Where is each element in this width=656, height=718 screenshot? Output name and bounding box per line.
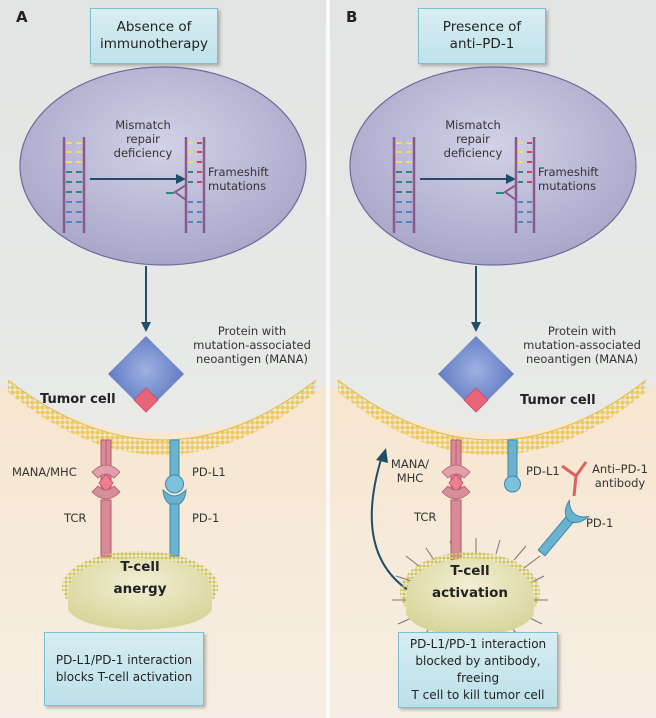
label-line: Mismatch xyxy=(115,118,171,132)
label-line: T-cell xyxy=(450,563,490,579)
tcr-label: TCR xyxy=(64,511,87,525)
label-line: T-cell xyxy=(120,559,160,575)
antibody-label: Anti–PD-1 antibody xyxy=(585,462,655,490)
label-line: repair xyxy=(126,132,160,146)
label-line: Mismatch xyxy=(445,118,501,132)
mana-mhc-label: MANA/ MHC xyxy=(388,457,432,485)
panel-divider xyxy=(326,0,330,718)
nucleus xyxy=(19,66,307,266)
pd-l1 xyxy=(504,439,521,493)
tumor-cell-label: Tumor cell xyxy=(520,393,596,408)
tcell-label: T-cell activation xyxy=(428,560,512,604)
result-label: Frameshift mutations xyxy=(538,165,608,193)
pd-1 xyxy=(537,498,591,557)
label-line: anergy xyxy=(113,581,167,597)
tcr-label: TCR xyxy=(414,510,437,524)
label-line: MANA/ xyxy=(390,457,430,471)
process-label: Mismatch repair deficiency xyxy=(103,118,183,160)
pd-l1-label: PD-L1 xyxy=(192,465,226,479)
panel-letter: A xyxy=(16,8,28,26)
label-line: Anti–PD-1 xyxy=(592,462,648,476)
summary-line: blocked by antibody, freeing xyxy=(415,654,541,685)
panel-b: B Presence of anti–PD-1 xyxy=(330,0,656,718)
label-line: activation xyxy=(431,585,509,601)
summary-line: T cell to kill tumor cell xyxy=(411,688,545,702)
tcell xyxy=(406,558,534,636)
label-line: Protein with xyxy=(547,324,617,338)
mana-mhc-label: MANA/MHC xyxy=(12,465,77,479)
summary-line: blocks T-cell activation xyxy=(55,670,193,684)
summary-line: PD-L1/PD-1 interaction xyxy=(55,653,193,667)
label-line: Frameshift xyxy=(208,165,269,179)
anti-pd-1-antibody xyxy=(561,461,588,497)
pd-l1-label: PD-L1 xyxy=(526,464,560,478)
summary-box: PD-L1/PD-1 interaction blocks T-cell act… xyxy=(44,632,204,706)
protein-diamond xyxy=(438,336,514,412)
panel-title-box: Presence of anti–PD-1 xyxy=(418,8,546,64)
title-line: immunotherapy xyxy=(100,36,208,52)
label-line: antibody xyxy=(594,476,646,490)
label-line: neoantigen (MANA) xyxy=(196,352,308,366)
protein-label: Protein with mutation-associated neoanti… xyxy=(514,324,650,366)
label-line: repair xyxy=(456,132,490,146)
label-line: Frameshift xyxy=(538,165,599,179)
pd-1-label: PD-1 xyxy=(192,511,220,525)
summary-box: PD-L1/PD-1 interaction blocked by antibo… xyxy=(398,632,558,708)
protein-label: Protein with mutation-associated neoanti… xyxy=(184,324,320,366)
process-label: Mismatch repair deficiency xyxy=(433,118,513,160)
label-line: mutations xyxy=(208,179,267,193)
label-line: MHC xyxy=(396,471,424,485)
tumor-cell-label: Tumor cell xyxy=(40,392,116,407)
label-line: mutation-associated xyxy=(193,338,311,352)
panel-title-box: Absence of immunotherapy xyxy=(90,8,218,64)
label-line: deficiency xyxy=(443,146,503,160)
label-line: deficiency xyxy=(113,146,173,160)
mana-diamond xyxy=(463,387,489,413)
pd-1-label: PD-1 xyxy=(586,516,614,530)
dna-normal xyxy=(62,137,86,233)
tcell-label: T-cell anergy xyxy=(100,556,180,600)
title-line: Presence of xyxy=(442,19,522,35)
title-line: Absence of xyxy=(116,19,192,35)
nucleus xyxy=(349,66,637,266)
panel-letter: B xyxy=(346,8,358,26)
dna-normal xyxy=(392,137,416,233)
label-line: mutations xyxy=(538,179,597,193)
mana-mhc-tcr-complex xyxy=(91,439,121,558)
protein-diamond xyxy=(108,336,184,412)
result-label: Frameshift mutations xyxy=(208,165,278,193)
tumor-cell-membrane xyxy=(8,380,316,455)
mana-diamond xyxy=(133,387,159,413)
dna-mutated xyxy=(496,137,536,233)
label-line: neoantigen (MANA) xyxy=(526,352,638,366)
panel-a: A Absence of immunotherapy xyxy=(0,0,326,718)
tumor-cell-membrane xyxy=(338,380,646,455)
title-line: anti–PD-1 xyxy=(449,36,515,52)
label-line: Protein with xyxy=(217,324,287,338)
label-line: mutation-associated xyxy=(523,338,641,352)
dna-mutated xyxy=(166,137,206,233)
summary-line: PD-L1/PD-1 interaction xyxy=(409,637,547,651)
tcell xyxy=(68,558,212,630)
